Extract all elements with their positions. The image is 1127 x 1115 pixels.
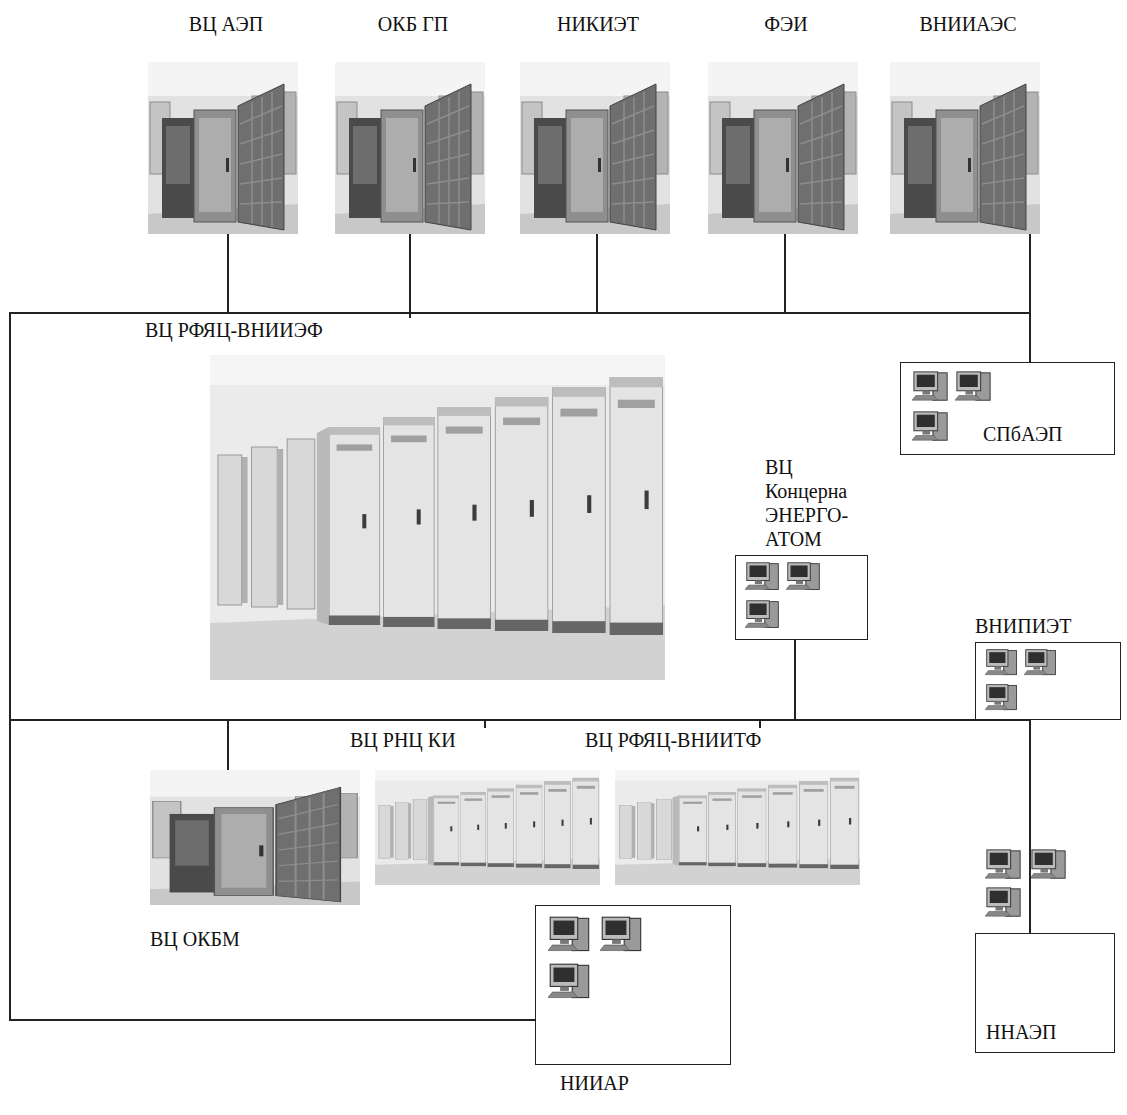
node-label: ВЦ РФЯЦ-ВНИИТФ bbox=[585, 728, 866, 752]
node-label: ОКБ ГП bbox=[335, 12, 491, 36]
label-holder: СПбАЭП bbox=[901, 422, 1069, 454]
label-holder: ВЦ РФЯЦ-ВНИИЭФ bbox=[145, 318, 671, 342]
server-room-photo bbox=[890, 62, 1040, 234]
network-link bbox=[597, 234, 785, 313]
label-holder: ВЦ АЭП bbox=[148, 12, 304, 36]
computer-icon bbox=[745, 601, 778, 628]
node-label: ННАЭП bbox=[986, 1020, 1056, 1044]
server-room-photo bbox=[210, 355, 665, 680]
label-holder: ННАЭП bbox=[976, 1020, 1062, 1052]
node-label: НИКИЭТ bbox=[520, 12, 676, 36]
network-link bbox=[10, 720, 535, 1020]
photo-area bbox=[520, 62, 676, 234]
node-label: ВЦ Концерна ЭНЕРГО- АТОМ bbox=[765, 455, 868, 551]
network-link bbox=[795, 640, 1030, 720]
photo-area bbox=[890, 62, 1046, 234]
photo-area bbox=[585, 770, 866, 885]
photo-area bbox=[145, 355, 671, 680]
label-holder: ВНИПИЭТ bbox=[975, 614, 1121, 638]
computing-center: ВЦ РНЦ КИ bbox=[350, 728, 606, 885]
node-label: НИИАР bbox=[560, 1071, 731, 1095]
photo-area bbox=[335, 62, 491, 234]
node-label: ВНИПИЭТ bbox=[975, 614, 1121, 638]
photo-area bbox=[350, 770, 606, 885]
computer-icon bbox=[912, 412, 947, 440]
computing-center: ОКБ ГП bbox=[335, 12, 491, 234]
network-link bbox=[228, 234, 410, 313]
computer-icon bbox=[548, 964, 589, 997]
box-outline bbox=[975, 642, 1121, 720]
computer-icon bbox=[912, 372, 947, 400]
computing-center: ВЦ РФЯЦ-ВНИИТФ bbox=[585, 728, 866, 885]
computer-icon bbox=[786, 563, 819, 590]
network-link bbox=[410, 234, 597, 313]
workstation-box: ВНИПИЭТ bbox=[975, 614, 1121, 720]
label-holder: ВЦ ОКБМ bbox=[150, 927, 366, 951]
network-link bbox=[10, 234, 228, 770]
computer-icon bbox=[985, 685, 1016, 710]
computing-center: ВНИИАЭС bbox=[890, 12, 1046, 234]
network-link bbox=[1029, 720, 1031, 933]
workstation-box: НИИАР bbox=[535, 905, 731, 1095]
computing-center: НИКИЭТ bbox=[520, 12, 676, 234]
computer-icon bbox=[1024, 650, 1055, 675]
server-room-photo bbox=[375, 770, 600, 885]
computer-icon bbox=[1030, 850, 1065, 878]
computer-icon bbox=[985, 650, 1016, 675]
label-holder: ОКБ ГП bbox=[335, 12, 491, 36]
label-holder: ВНИИАЭС bbox=[890, 12, 1046, 36]
computer-icon bbox=[548, 917, 589, 950]
computing-center: ВЦ ОКБМ bbox=[150, 770, 366, 951]
computer-icon bbox=[985, 850, 1020, 878]
node-label: ФЭИ bbox=[708, 12, 864, 36]
server-room-photo bbox=[615, 770, 860, 885]
node-label: СПбАЭП bbox=[983, 422, 1063, 446]
workstation-box: ННАЭП bbox=[975, 933, 1115, 1053]
label-holder: ВЦ Концерна ЭНЕРГО- АТОМ bbox=[735, 455, 868, 551]
network-link bbox=[760, 640, 795, 728]
label-holder: ВЦ РФЯЦ-ВНИИТФ bbox=[585, 728, 866, 752]
label-holder: НИИАР bbox=[535, 1071, 731, 1095]
server-room-photo bbox=[148, 62, 298, 234]
computer-icon bbox=[745, 563, 778, 590]
workstation-box: СПбАЭП bbox=[900, 362, 1115, 455]
computing-center: ФЭИ bbox=[708, 12, 864, 234]
network-link bbox=[1029, 234, 1031, 362]
server-room-photo bbox=[335, 62, 485, 234]
computing-center: ВЦ РФЯЦ-ВНИИЭФ bbox=[145, 318, 671, 680]
node-label: ВНИИАЭС bbox=[890, 12, 1046, 36]
computer-icon bbox=[600, 917, 641, 950]
workstation-box: ВЦ Концерна ЭНЕРГО- АТОМ bbox=[735, 455, 868, 640]
node-label: ВЦ РФЯЦ-ВНИИЭФ bbox=[145, 318, 671, 342]
photo-area bbox=[708, 62, 864, 234]
network-link bbox=[485, 720, 760, 728]
computer-icon bbox=[985, 888, 1020, 916]
node-label: ВЦ РНЦ КИ bbox=[350, 728, 606, 752]
computing-center: ВЦ АЭП bbox=[148, 12, 304, 234]
computer-icon bbox=[955, 372, 990, 400]
photo-area bbox=[150, 770, 366, 905]
label-holder: ВЦ РНЦ КИ bbox=[350, 728, 606, 752]
photo-area bbox=[148, 62, 304, 234]
box-outline bbox=[735, 555, 868, 640]
node-label: ВЦ АЭП bbox=[148, 12, 304, 36]
label-holder: ФЭИ bbox=[708, 12, 864, 36]
label-holder: НИКИЭТ bbox=[520, 12, 676, 36]
network-link bbox=[785, 234, 1030, 313]
server-room-photo bbox=[150, 770, 360, 905]
server-room-photo bbox=[520, 62, 670, 234]
box-outline bbox=[535, 905, 731, 1065]
node-label: ВЦ ОКБМ bbox=[150, 927, 366, 951]
server-room-photo bbox=[708, 62, 858, 234]
